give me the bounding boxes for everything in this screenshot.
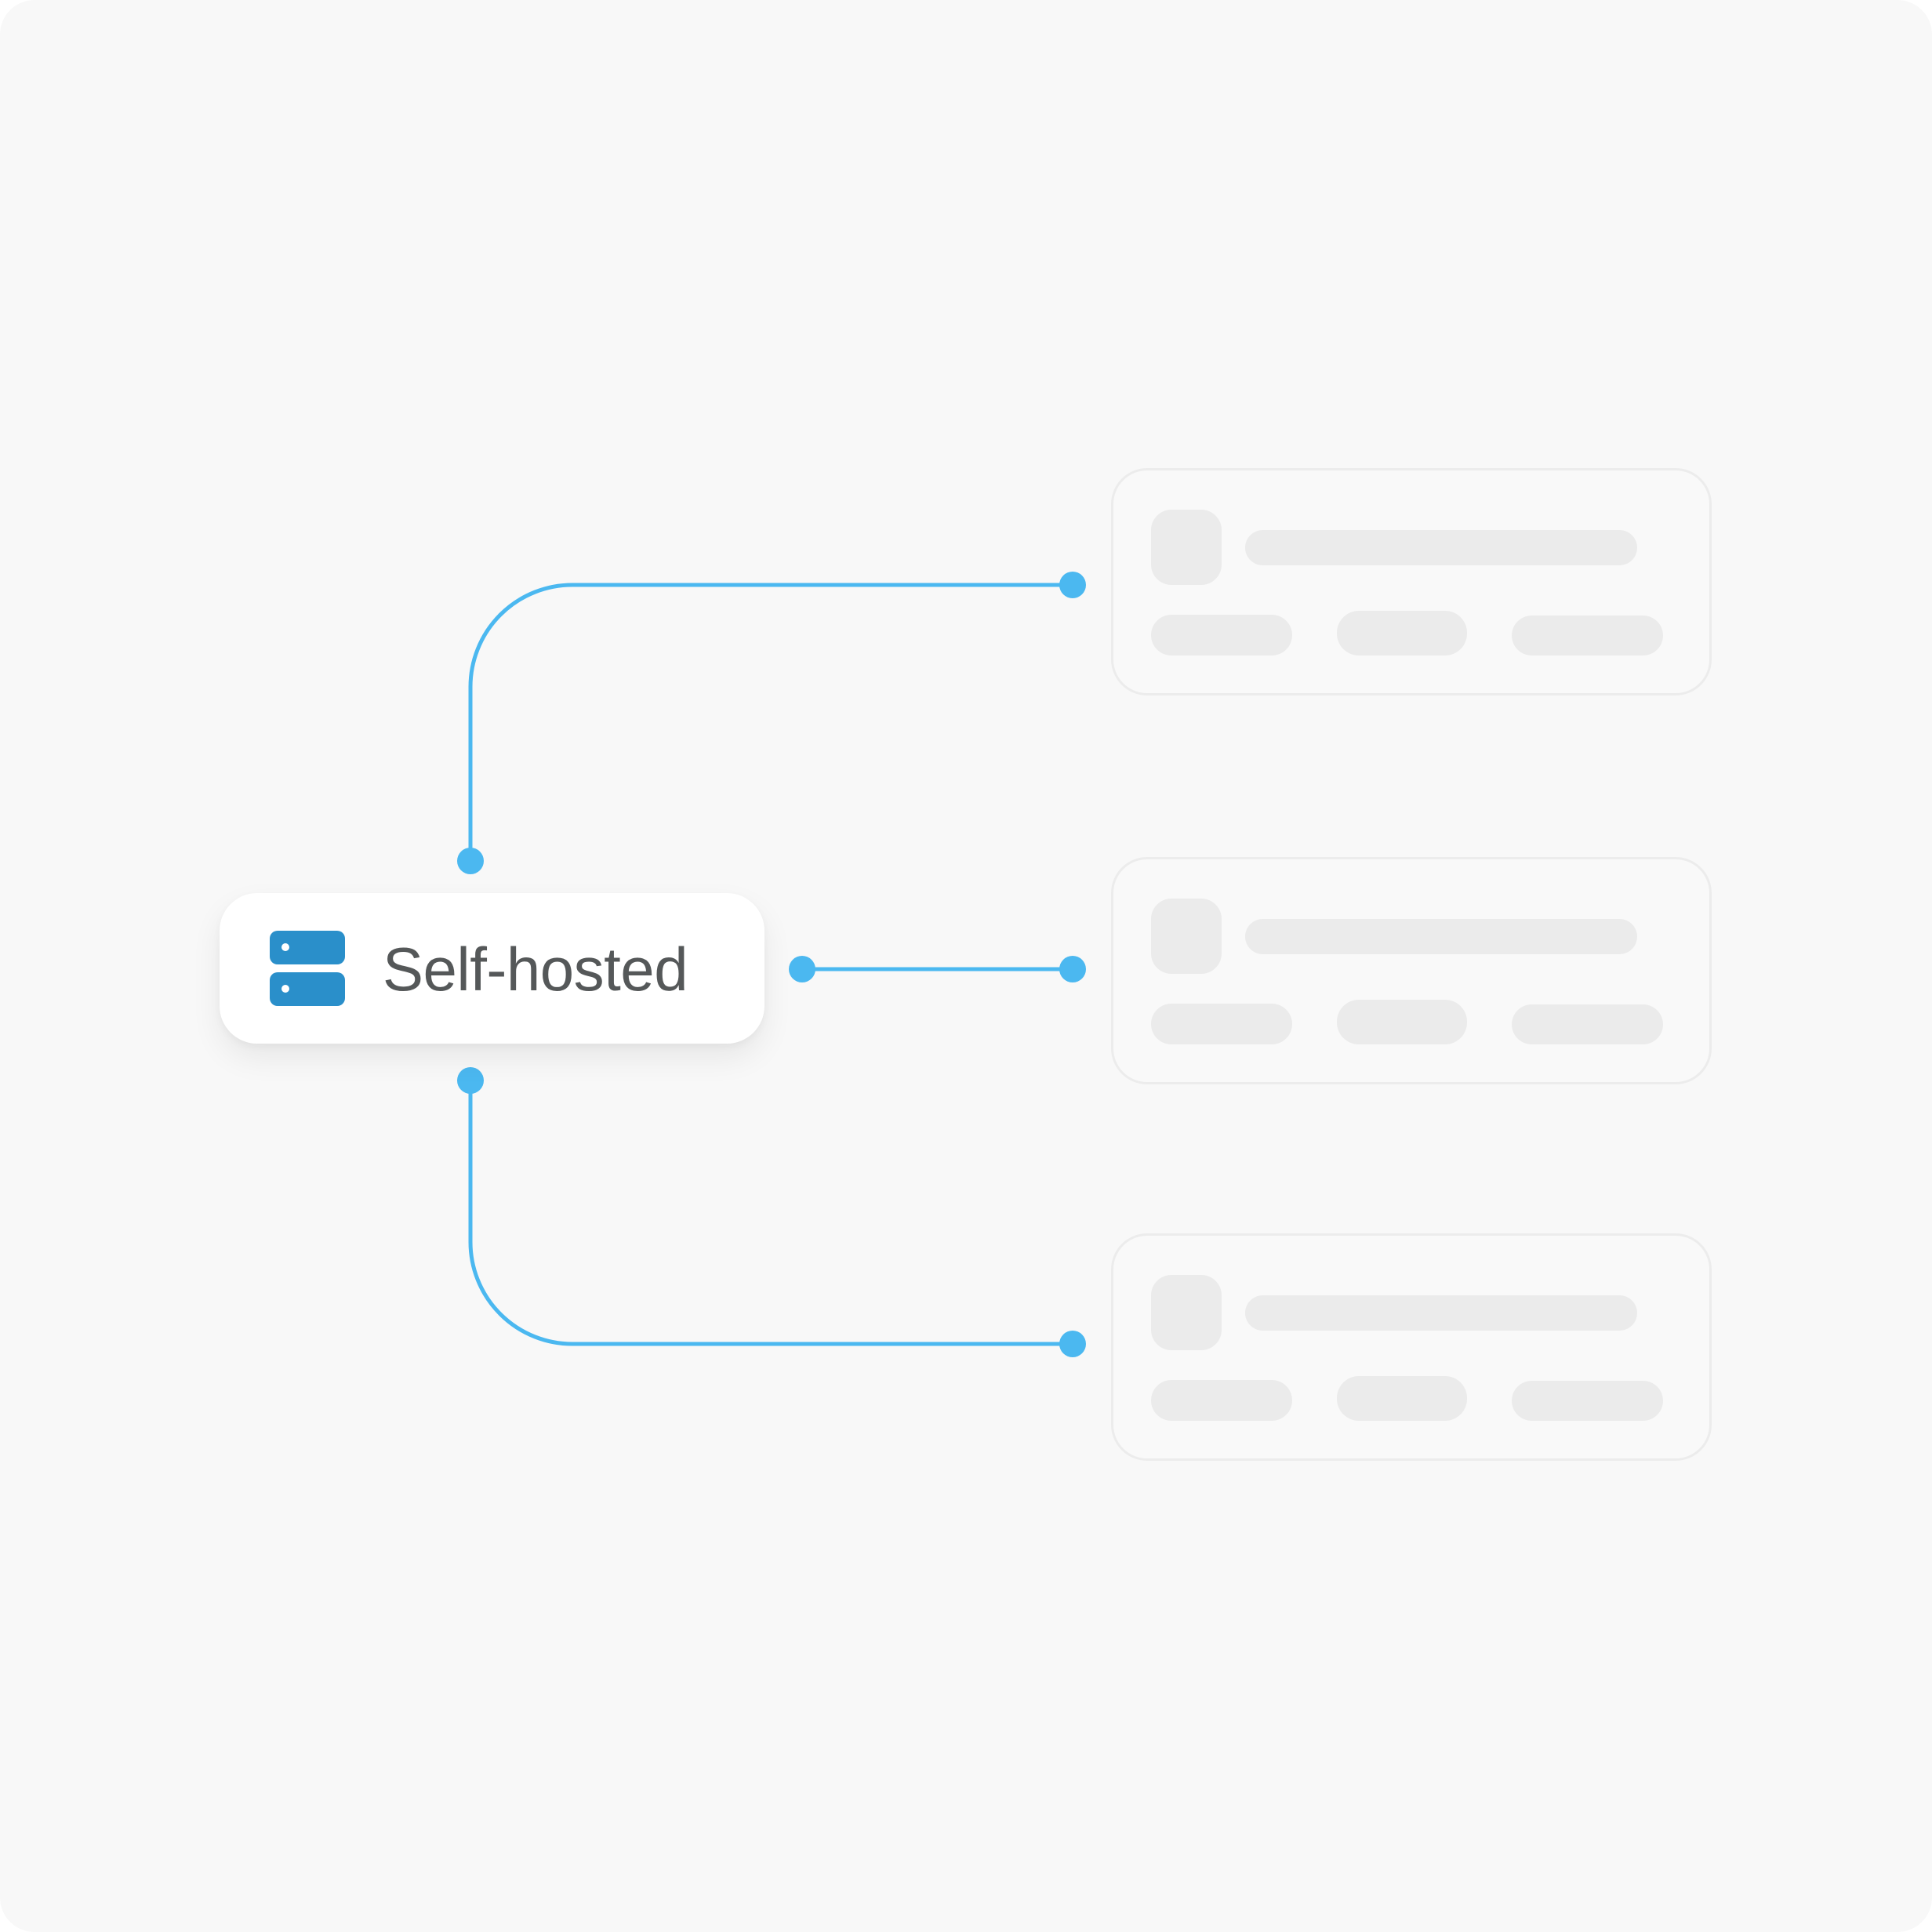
server-led-top: [281, 943, 289, 951]
placeholder-pill: [1512, 1004, 1663, 1044]
placeholder-pill: [1512, 1381, 1663, 1421]
placeholder-avatar: [1151, 899, 1222, 974]
placeholder-pill: [1151, 1004, 1292, 1044]
connector-top: [468, 583, 1073, 861]
placeholder-title-bar: [1245, 919, 1637, 954]
self-hosted-node[interactable]: Self-hosted: [220, 893, 764, 1044]
connector-dot-node-top: [457, 848, 484, 874]
target-card-top[interactable]: [1111, 468, 1712, 695]
connector-dot-node-bottom: [457, 1067, 484, 1094]
placeholder-pill: [1337, 1000, 1467, 1044]
placeholder-avatar: [1151, 510, 1222, 585]
server-unit-top: [270, 931, 345, 964]
server-led-bottom: [281, 985, 289, 993]
target-card-middle[interactable]: [1111, 857, 1712, 1084]
placeholder-title-bar: [1245, 1295, 1637, 1331]
placeholder-pill: [1151, 615, 1292, 656]
server-stack-icon: [270, 931, 345, 1006]
connector-dot-card1: [1059, 572, 1086, 598]
placeholder-pill: [1151, 1380, 1292, 1421]
server-unit-bottom: [270, 972, 345, 1006]
placeholder-pill: [1512, 616, 1663, 656]
connector-dot-card2: [1059, 956, 1086, 982]
placeholder-pill: [1337, 1376, 1467, 1421]
target-card-bottom[interactable]: [1111, 1233, 1712, 1461]
placeholder-title-bar: [1245, 530, 1637, 565]
node-label: Self-hosted: [383, 935, 688, 1004]
placeholder-pill: [1337, 611, 1467, 656]
connector-dot-card3: [1059, 1331, 1086, 1357]
connector-bottom: [468, 1080, 1073, 1346]
connector-dot-node-right: [789, 956, 815, 982]
placeholder-avatar: [1151, 1275, 1222, 1350]
